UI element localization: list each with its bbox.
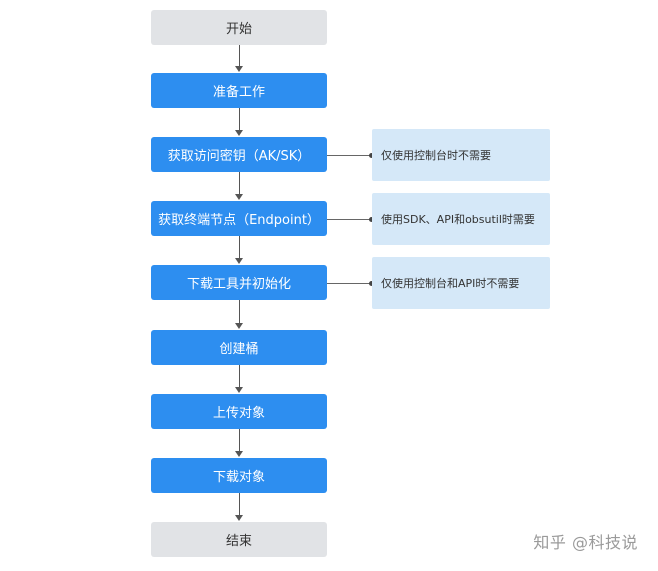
arrowhead	[235, 323, 243, 329]
step-download-tool: 下载工具并初始化	[151, 265, 327, 300]
note-connector-dot	[369, 281, 374, 286]
arrowhead	[235, 515, 243, 521]
connector-arrow	[239, 493, 240, 516]
arrowhead	[235, 194, 243, 200]
step-get-access-key: 获取访问密钥（AK/SK）	[151, 137, 327, 172]
connector-arrow	[239, 365, 240, 388]
step-upload-object: 上传对象	[151, 394, 327, 429]
arrowhead	[235, 451, 243, 457]
step-end: 结束	[151, 522, 327, 557]
note-connector-dot	[369, 153, 374, 158]
connector-arrow	[239, 429, 240, 452]
arrowhead	[235, 258, 243, 264]
connector-arrow	[239, 108, 240, 131]
connector-arrow	[239, 300, 240, 324]
step-prepare: 准备工作	[151, 73, 327, 108]
note-connector	[327, 155, 374, 156]
note-connector-dot	[369, 217, 374, 222]
note-console-only: 仅使用控制台时不需要	[372, 129, 550, 181]
step-create-bucket: 创建桶	[151, 330, 327, 365]
note-text: 仅使用控制台和API时不需要	[381, 277, 520, 290]
arrowhead	[235, 130, 243, 136]
step-get-endpoint: 获取终端节点（Endpoint）	[151, 201, 327, 236]
arrowhead	[235, 66, 243, 72]
note-text: 仅使用控制台时不需要	[381, 149, 491, 162]
step-download-object: 下载对象	[151, 458, 327, 493]
note-sdk-api-obsutil: 使用SDK、API和obsutil时需要	[372, 193, 550, 245]
connector-arrow	[239, 45, 240, 67]
note-console-and-api: 仅使用控制台和API时不需要	[372, 257, 550, 309]
watermark: 知乎 @科技说	[533, 533, 638, 552]
step-start: 开始	[151, 10, 327, 45]
arrowhead	[235, 387, 243, 393]
connector-arrow	[239, 172, 240, 195]
connector-arrow	[239, 236, 240, 259]
note-text: 使用SDK、API和obsutil时需要	[381, 213, 535, 226]
note-connector	[327, 283, 374, 284]
note-connector	[327, 219, 374, 220]
